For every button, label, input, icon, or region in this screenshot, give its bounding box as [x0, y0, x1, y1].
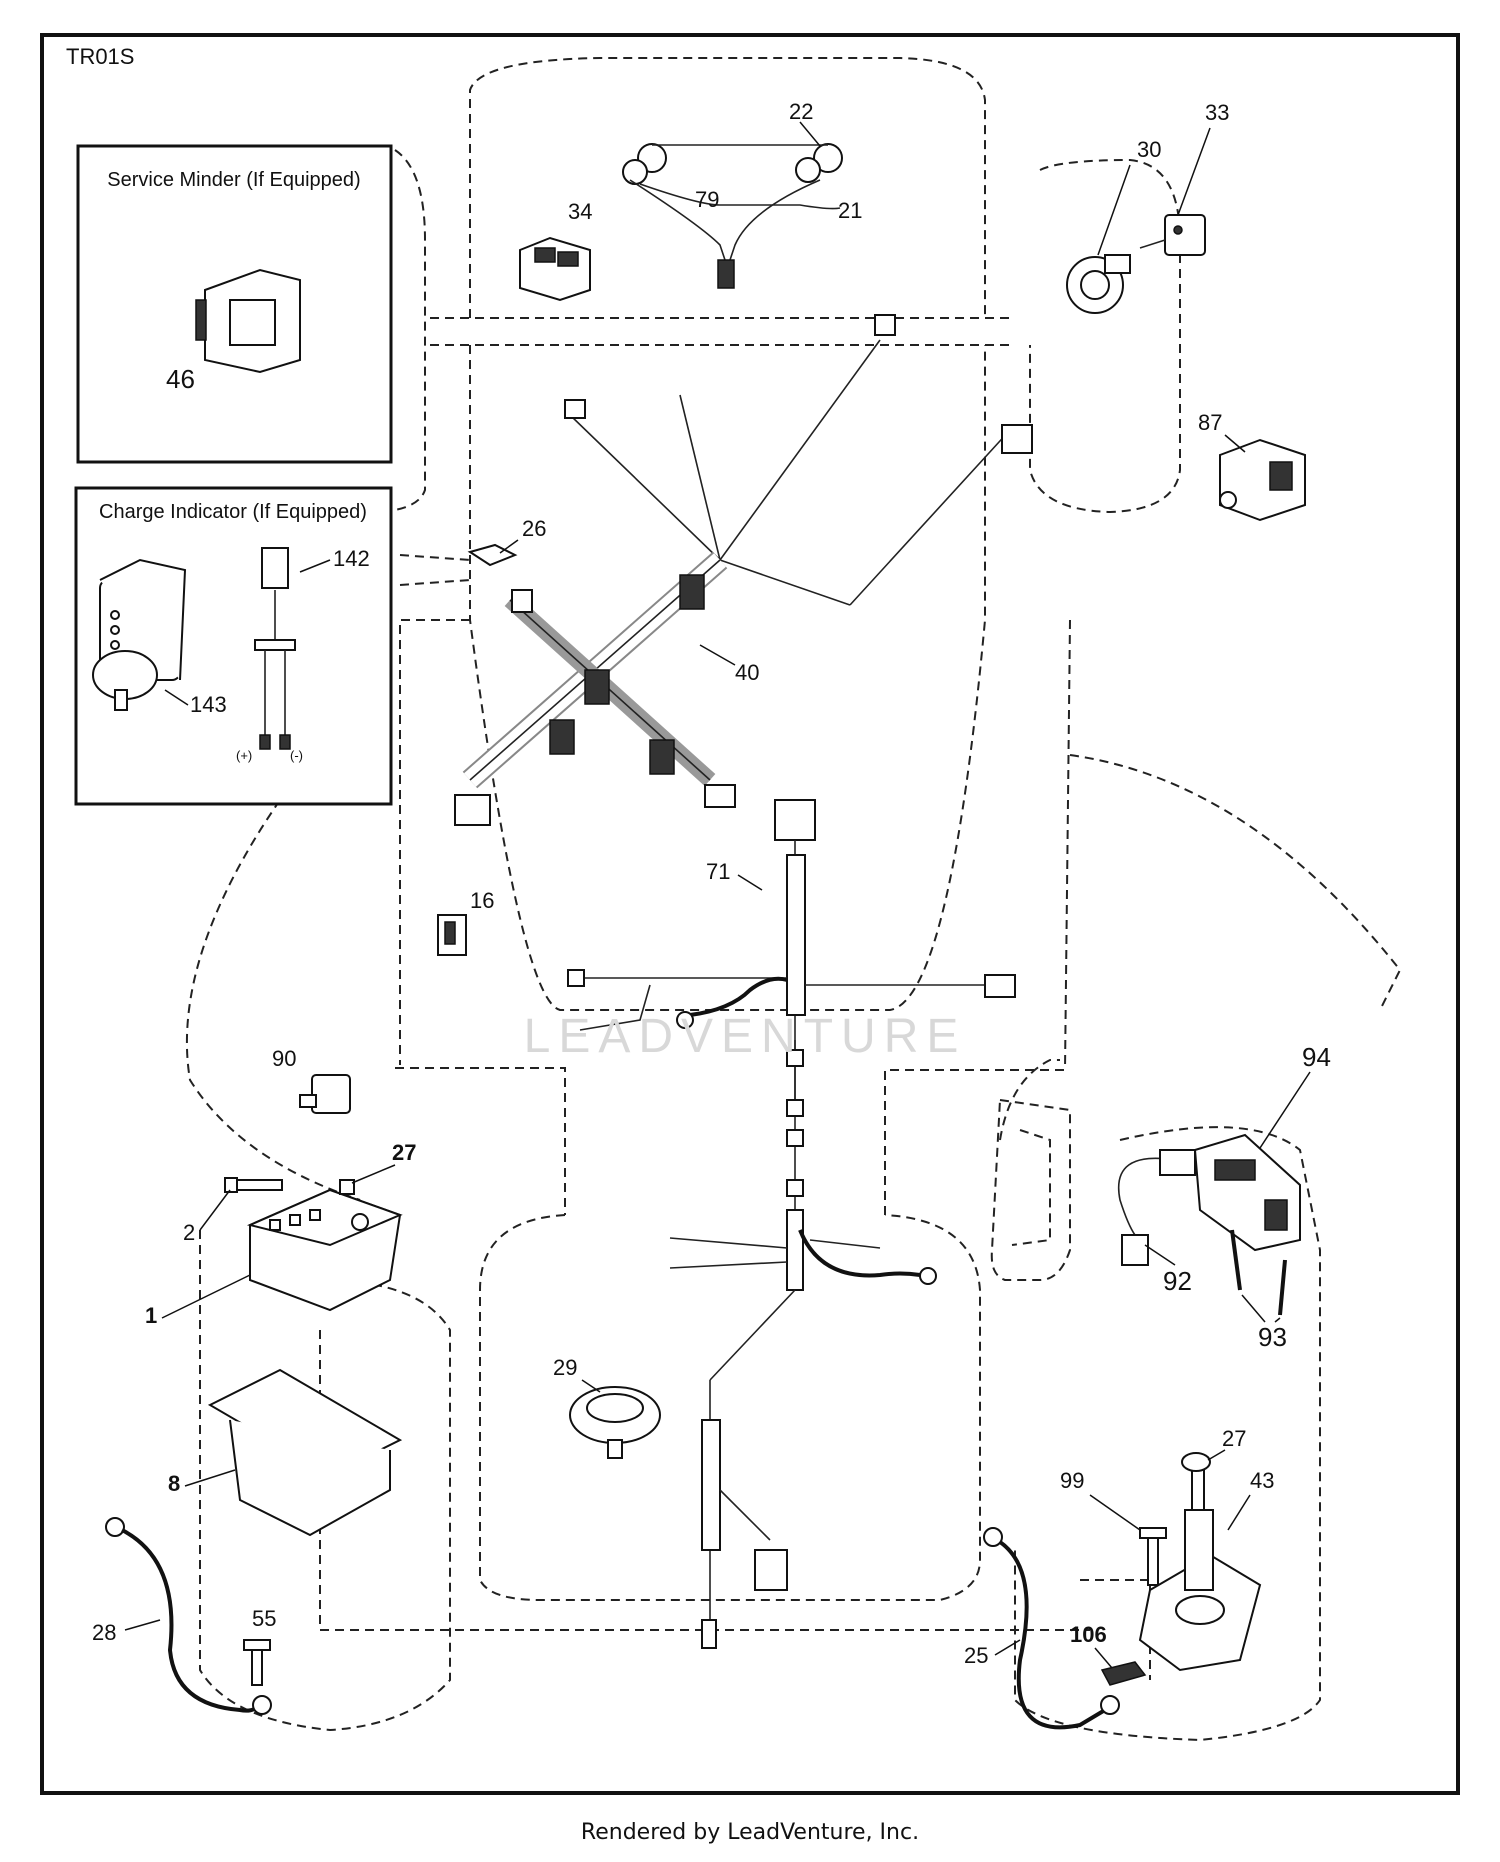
label-34: 34: [568, 199, 592, 224]
label-99: 99: [1060, 1468, 1084, 1493]
part-92-connector: [1118, 1149, 1196, 1266]
label-93: 93: [1258, 1322, 1287, 1352]
part-26: [467, 543, 518, 567]
label-71: 71: [706, 859, 730, 884]
label-142: 142: [333, 546, 370, 571]
battery-bolt: [224, 1177, 283, 1193]
service-minder-box: Service Minder (If Equipped) 46: [76, 144, 393, 464]
label-27b: 27: [1222, 1426, 1246, 1451]
label-30: 30: [1137, 137, 1161, 162]
label-33: 33: [1205, 100, 1229, 125]
footer-credit: Rendered by LeadVenture, Inc.: [580, 1820, 920, 1845]
service-minder-title: Service Minder (If Equipped): [107, 169, 360, 191]
label-143: 143: [190, 692, 227, 717]
label-40: 40: [735, 660, 759, 685]
battery-cable-25: [983, 1527, 1120, 1730]
ignition-switch: [1066, 254, 1131, 314]
battery-cable-28: [105, 1517, 272, 1715]
ignition-key: [1139, 214, 1206, 256]
charge-indicator-box: Charge Indicator (If Equipped) 142 143 (…: [74, 486, 393, 806]
label-22: 22: [789, 99, 813, 124]
bolt-55: [243, 1639, 271, 1686]
label-92: 92: [1163, 1266, 1192, 1296]
label-2: 2: [183, 1220, 195, 1245]
label-16: 16: [470, 888, 494, 913]
label-90: 90: [272, 1046, 296, 1071]
part-93-screws: [1230, 1229, 1287, 1316]
label-79: 79: [695, 187, 719, 212]
pos-label: (+): [236, 748, 252, 763]
headlight-harness: [622, 143, 843, 289]
label-1: 1: [145, 1303, 157, 1328]
label-28: 28: [92, 1620, 116, 1645]
diagram-frame: [40, 33, 1460, 1795]
label-25: 25: [964, 1643, 988, 1668]
watermark: LEADVENTURE: [524, 1010, 967, 1063]
label-94: 94: [1302, 1042, 1331, 1072]
battery: [246, 1188, 403, 1312]
diagram-id: TR01S: [66, 44, 134, 69]
part-34-switch: [519, 236, 591, 302]
label-87: 87: [1198, 410, 1222, 435]
main-harness-40: [454, 314, 1033, 826]
battery-nut: [339, 1179, 355, 1195]
solenoid-43: [1138, 1469, 1262, 1672]
label-27a: 27: [392, 1140, 416, 1165]
part-90: [299, 1074, 351, 1114]
harness-71: [567, 799, 1016, 1649]
label-8: 8: [168, 1471, 180, 1496]
part-29: [569, 1386, 661, 1459]
part-16: [437, 914, 467, 956]
battery-tray: [207, 1368, 403, 1537]
label-26: 26: [522, 516, 546, 541]
part-87-switch: [1219, 438, 1306, 522]
label-21: 21: [838, 198, 862, 223]
bolt-99: [1139, 1527, 1167, 1586]
neg-label: (-): [290, 748, 303, 763]
charge-indicator-title: Charge Indicator (If Equipped): [99, 501, 367, 523]
part-106: [1100, 1661, 1147, 1686]
nut-27b: [1181, 1452, 1211, 1472]
label-106: 106: [1070, 1622, 1107, 1647]
service-minder-part: [195, 268, 301, 374]
part-94-switch: [1193, 1133, 1301, 1252]
label-46: 46: [166, 364, 195, 394]
charge-indicator-harness: [254, 547, 296, 750]
tractor-outline: [185, 57, 1402, 1742]
charge-indicator-part: [92, 558, 187, 711]
label-29: 29: [553, 1355, 577, 1380]
label-43: 43: [1250, 1468, 1274, 1493]
label-55: 55: [252, 1606, 276, 1631]
